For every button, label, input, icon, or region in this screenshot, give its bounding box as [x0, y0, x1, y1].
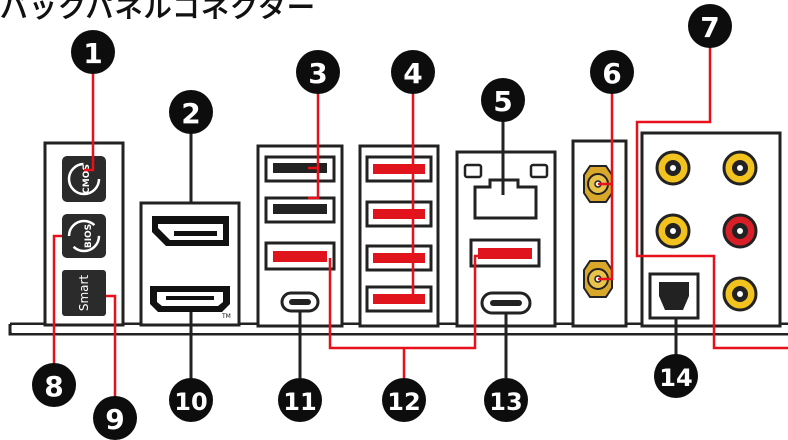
svg-text:6: 6: [602, 57, 621, 90]
svg-text:13: 13: [489, 388, 522, 416]
callout-2: 2: [169, 90, 213, 134]
usb-a-red-tongue-4: [373, 294, 425, 304]
callout-4: 4: [391, 50, 435, 94]
callout-12: 12: [382, 378, 426, 422]
audio-jack-5: [722, 276, 758, 312]
svg-text:12: 12: [387, 388, 420, 416]
leader-lines-black: [189, 120, 678, 380]
page-title: バックパネルコネクター: [0, 0, 316, 24]
audio-jack-2: [722, 150, 758, 186]
usb-a-black-tongue-2: [273, 204, 327, 214]
displayport-pins: [174, 231, 217, 236]
optical-spdif-port: [648, 272, 700, 320]
smart-button: [62, 270, 106, 316]
flash-bios-label: BIOS: [84, 224, 94, 248]
hdmi-trademark: TM: [221, 313, 231, 320]
lan-led-left: [463, 163, 483, 179]
usb-c-tongue-lan: [490, 300, 522, 306]
usb-a-red-tongue-1: [373, 164, 425, 174]
callout-10: 10: [169, 378, 213, 422]
callout-13: 13: [484, 378, 528, 422]
lan-rj45-port: [473, 178, 538, 220]
usb-a-red-tongue-lan: [478, 248, 532, 259]
smart-button-label: Smart: [77, 275, 91, 312]
audio-jack-4: [722, 213, 758, 249]
hdmi-pins: [166, 296, 214, 300]
leader-line-3: [308, 92, 320, 200]
callout-9: 9: [93, 396, 137, 440]
usb-a-red-tongue-left: [273, 251, 327, 262]
svg-text:9: 9: [105, 403, 124, 436]
clear-cmos-icon: [67, 162, 101, 196]
audio-jack-3: [655, 213, 691, 249]
leader-line-4: [401, 92, 415, 302]
leader-line-9: [106, 294, 117, 400]
audio-jack-1: [655, 150, 691, 186]
usb-c-tongue-left: [289, 299, 311, 305]
usb-a-red-tongue-2: [373, 209, 425, 219]
callout-14: 14: [654, 354, 698, 398]
svg-text:14: 14: [659, 364, 692, 392]
svg-text:5: 5: [493, 85, 512, 118]
leader-line-1: [84, 72, 95, 172]
callout-3: 3: [296, 50, 340, 94]
callout-1: 1: [71, 30, 115, 74]
leader-line-6: [598, 92, 614, 281]
svg-text:2: 2: [181, 97, 200, 130]
svg-text:7: 7: [700, 11, 719, 44]
leader-line-7: [635, 46, 788, 350]
callout-7: 7: [688, 4, 732, 48]
io-shield-plate: [12, 325, 788, 333]
leader-line-8: [52, 234, 62, 378]
svg-text:8: 8: [44, 370, 63, 403]
lan-led-right: [529, 163, 549, 179]
svg-text:11: 11: [283, 388, 316, 416]
svg-text:4: 4: [403, 57, 422, 90]
usb-a-black-tongue-1: [273, 163, 327, 173]
callout-11: 11: [278, 378, 322, 422]
usb-a-red-stack: [365, 155, 433, 313]
clear-cmos-label: CMOS: [82, 164, 92, 194]
leader-line-12: [328, 254, 480, 378]
flash-bios-icon: [67, 219, 101, 253]
callout-8: 8: [32, 363, 76, 407]
callout-5: 5: [481, 78, 525, 122]
svg-text:1: 1: [83, 37, 102, 70]
svg-text:3: 3: [308, 57, 327, 90]
svg-text:10: 10: [174, 388, 207, 416]
callout-6: 6: [590, 50, 634, 94]
usb-a-red-tongue-3: [373, 253, 425, 263]
